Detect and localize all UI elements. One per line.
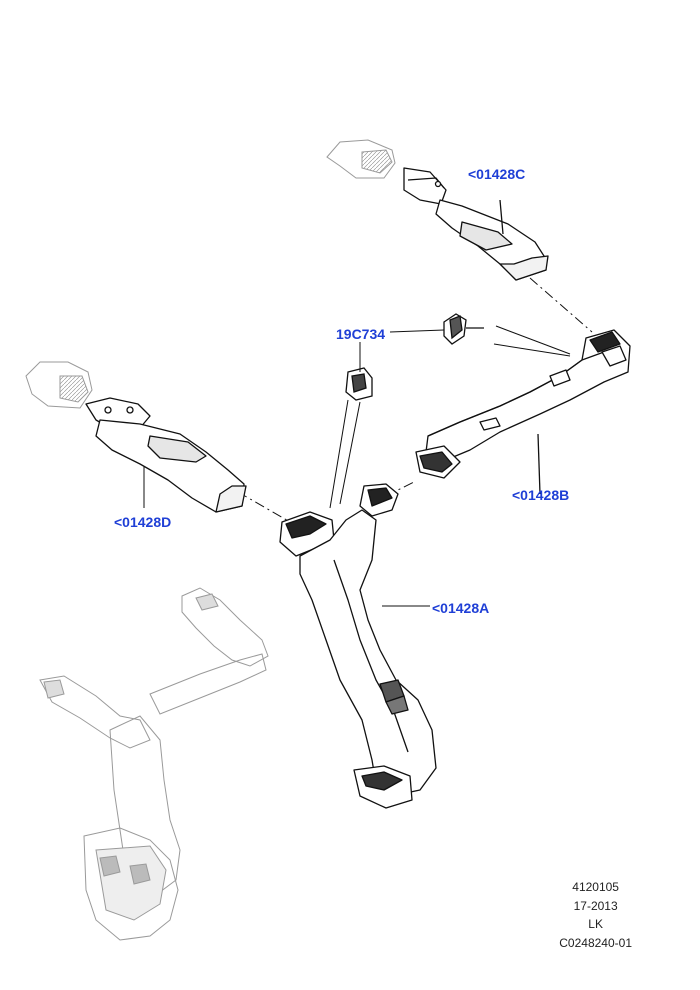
clip-19C734 <box>345 313 484 401</box>
diagram-number: 4120105 <box>572 880 619 894</box>
callout-01428D[interactable]: <01428D <box>114 514 172 530</box>
illustration-id: C0248240-01 <box>559 935 632 950</box>
diagram-date-code: 17-2013 <box>573 898 618 913</box>
duct-01428B <box>415 329 631 495</box>
callout-19C734[interactable]: 19C734 <box>336 326 386 342</box>
ghost-vehicle-assembly <box>39 587 269 941</box>
ghost-outlet-top <box>326 139 396 179</box>
ghost-outlet-left <box>25 361 93 409</box>
model-code: LK <box>588 917 603 931</box>
callout-01428A[interactable]: <01428A <box>432 600 490 616</box>
duct-01428A <box>279 483 437 809</box>
diagram-reference-block: 4120105 17-2013 LK C0248240-01 <box>559 878 632 952</box>
callout-01428C[interactable]: <01428C <box>468 166 526 182</box>
duct-01428C <box>403 167 549 281</box>
duct-01428D <box>85 397 247 513</box>
callout-01428B[interactable]: <01428B <box>512 487 570 503</box>
